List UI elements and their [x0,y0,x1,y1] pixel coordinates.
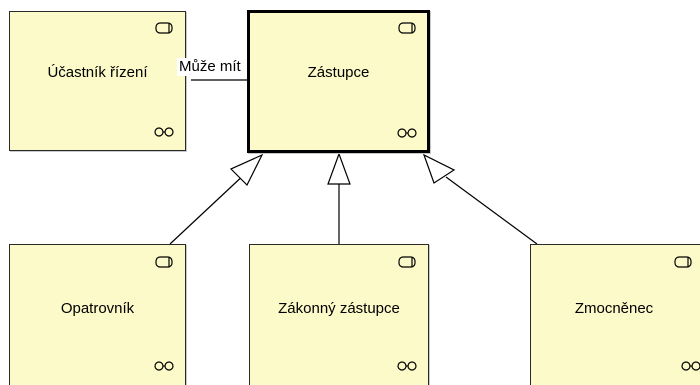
collaboration-rings-icon [154,127,174,137]
role-cylinder-icon [674,256,692,268]
node-ucastnik-rizeni[interactable]: Účastník řízení [9,11,186,151]
generalization-arrowhead-opatrovnik [229,153,264,187]
role-cylinder-icon [155,256,173,268]
generalization-arrowhead-zakonny [327,152,351,185]
generalization-arrowhead-zmocnenec [422,153,456,184]
collaboration-rings-icon [397,361,417,371]
collaboration-rings-icon [154,361,174,371]
node-zastupce[interactable]: Zástupce [247,10,430,153]
node-zakonny-zastupce[interactable]: Zákonný zástupce [249,244,429,385]
role-cylinder-icon [398,256,416,268]
node-label-zmocnenec: Zmocněnec [574,300,654,317]
node-label-ucastnik-rizeni: Účastník řízení [47,64,148,81]
node-label-opatrovnik: Opatrovník [60,300,135,317]
node-zmocnenec[interactable]: Zmocněnec [530,244,700,385]
association-label: Může mít [177,58,243,76]
role-cylinder-icon [398,22,416,34]
node-opatrovnik[interactable]: Opatrovník [9,244,186,385]
generalization-line-opatrovnik[interactable] [169,171,248,245]
node-label-zakonny-zastupce: Zákonný zástupce [278,300,400,317]
role-cylinder-icon [155,22,173,34]
collaboration-rings-icon [681,361,700,371]
generalization-line-zmocnenec[interactable] [445,176,538,245]
collaboration-rings-icon [397,128,417,138]
node-label-zastupce: Zástupce [307,64,370,81]
